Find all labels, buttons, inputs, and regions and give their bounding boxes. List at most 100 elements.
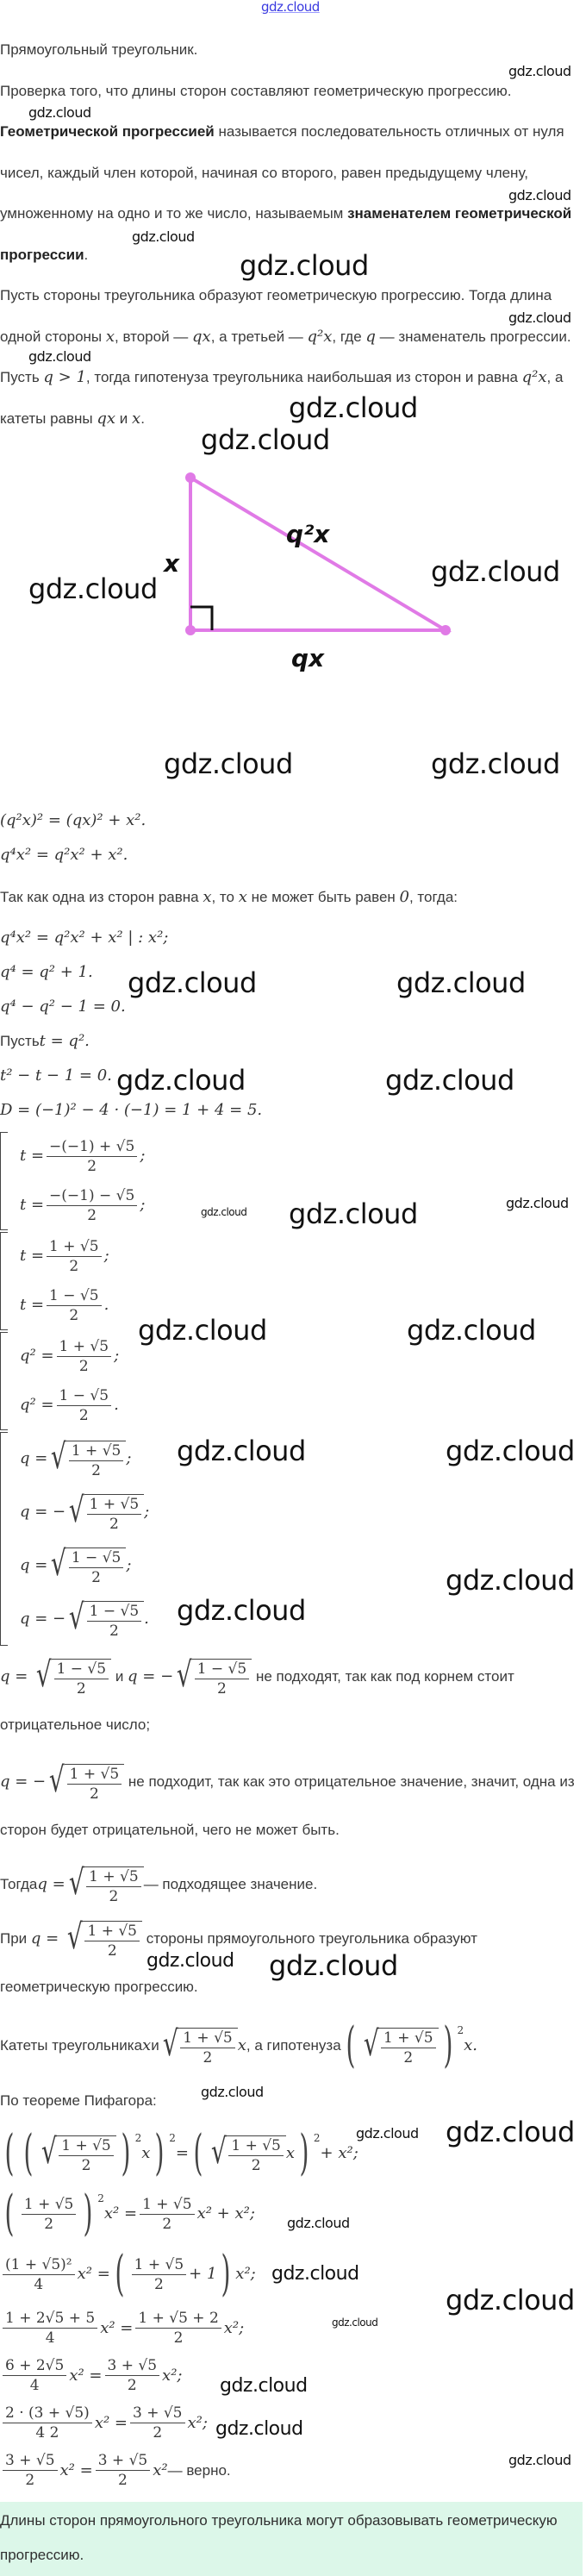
watermark: gdz.cloud xyxy=(446,2116,575,2148)
numerator: 1 − √5 xyxy=(56,1386,112,1406)
math-expression: q⁴ = q² + 1. xyxy=(0,962,93,981)
denominator: 2 xyxy=(107,1942,117,1960)
numerator: 2 · (3 + √5) xyxy=(3,2404,92,2423)
text: не подходят, так как под корнем стоит от… xyxy=(0,1667,514,1733)
numerator: −(−1) − √5 xyxy=(47,1186,138,1206)
text: , а катеты равны xyxy=(0,369,564,427)
math-expression: x xyxy=(105,327,115,346)
text: , а гипотенуза xyxy=(246,2036,341,2054)
math-expression: ; xyxy=(103,1247,109,1265)
text: Проверка того, что длины сторон составля… xyxy=(0,82,512,99)
math-expression: x xyxy=(142,2035,152,2054)
math-expression: x. xyxy=(464,2035,477,2054)
denominator: 2 xyxy=(109,1515,119,1533)
math-expression: ; xyxy=(126,1448,132,1467)
numerator: 1 − √5 xyxy=(86,1602,142,1622)
numerator: 6 + 2√5 xyxy=(3,2356,67,2376)
text: и xyxy=(115,410,133,427)
site-logo-link[interactable]: gdz.cloud xyxy=(261,0,320,15)
math-expression: x xyxy=(238,888,247,906)
text: Длины сторон прямоугольного треугольника… xyxy=(0,2512,558,2563)
right-paren: ) xyxy=(299,2125,309,2181)
solution-content: Прямоугольный треугольник. Проверка того,… xyxy=(0,29,583,2576)
watermark: gdz.cloud xyxy=(446,1564,575,1597)
text: стороны прямоугольного треугольника обра… xyxy=(0,1929,477,1995)
watermark: gdz.cloud xyxy=(396,966,526,999)
radical-sign: √ xyxy=(210,2132,227,2172)
system-bracket xyxy=(0,1231,8,1330)
text: не подходит, так как это отрицательное з… xyxy=(0,1773,575,1838)
math-expression: x xyxy=(132,409,141,428)
paragraph: Так как одна из сторон равна x, то x не … xyxy=(0,877,583,918)
denominator: 2 xyxy=(153,2275,164,2293)
text: . xyxy=(84,246,89,263)
watermark: gdz.cloud xyxy=(146,1950,234,1972)
watermark: gdz.cloud xyxy=(28,572,158,605)
math-expression: q = xyxy=(37,1874,65,1893)
denominator: 2 xyxy=(153,2424,163,2442)
watermark: gdz.cloud xyxy=(215,2418,303,2440)
radical-sign: √ xyxy=(177,1655,192,1696)
denominator: 2 xyxy=(87,1206,97,1224)
math-expression: q = − xyxy=(0,1772,47,1791)
left-paren: ( xyxy=(346,2016,356,2073)
text: По теореме Пифагора: xyxy=(0,2091,157,2109)
denominator: 2 xyxy=(78,1357,89,1375)
math-expression: x²; xyxy=(223,2318,245,2337)
watermark: gdz.cloud xyxy=(28,348,91,365)
numerator: 1 + √5 xyxy=(59,2136,114,2156)
watermark: gdz.cloud xyxy=(128,966,257,999)
right-paren: ) xyxy=(221,2246,231,2302)
system-bracket xyxy=(0,1131,8,1230)
paragraph: Прямоугольный треугольник. xyxy=(0,29,583,71)
math-expression: q = − xyxy=(128,1666,174,1685)
watermark: gdz.cloud xyxy=(332,2317,378,2329)
paragraph: Проверка того, что длины сторон составля… xyxy=(0,71,583,112)
math-expression: = xyxy=(175,2144,189,2162)
paragraph: Геометрической прогрессией называется по… xyxy=(0,111,583,275)
text: Тогда xyxy=(0,1875,38,1892)
numerator: 1 − √5 xyxy=(68,1548,124,1568)
denominator: 2 xyxy=(69,1257,79,1275)
math-expression: q = xyxy=(20,1448,48,1467)
watermark: gdz.cloud xyxy=(138,1314,267,1347)
numerator: 1 + √5 xyxy=(381,2029,436,2048)
numerator: 1 + √5 xyxy=(47,1237,102,1257)
watermark: gdz.cloud xyxy=(508,309,571,326)
denominator: 2 xyxy=(91,1568,101,1586)
vertex-point xyxy=(440,625,451,635)
watermark: gdz.cloud xyxy=(28,104,91,121)
denominator: 2 xyxy=(403,2048,414,2066)
